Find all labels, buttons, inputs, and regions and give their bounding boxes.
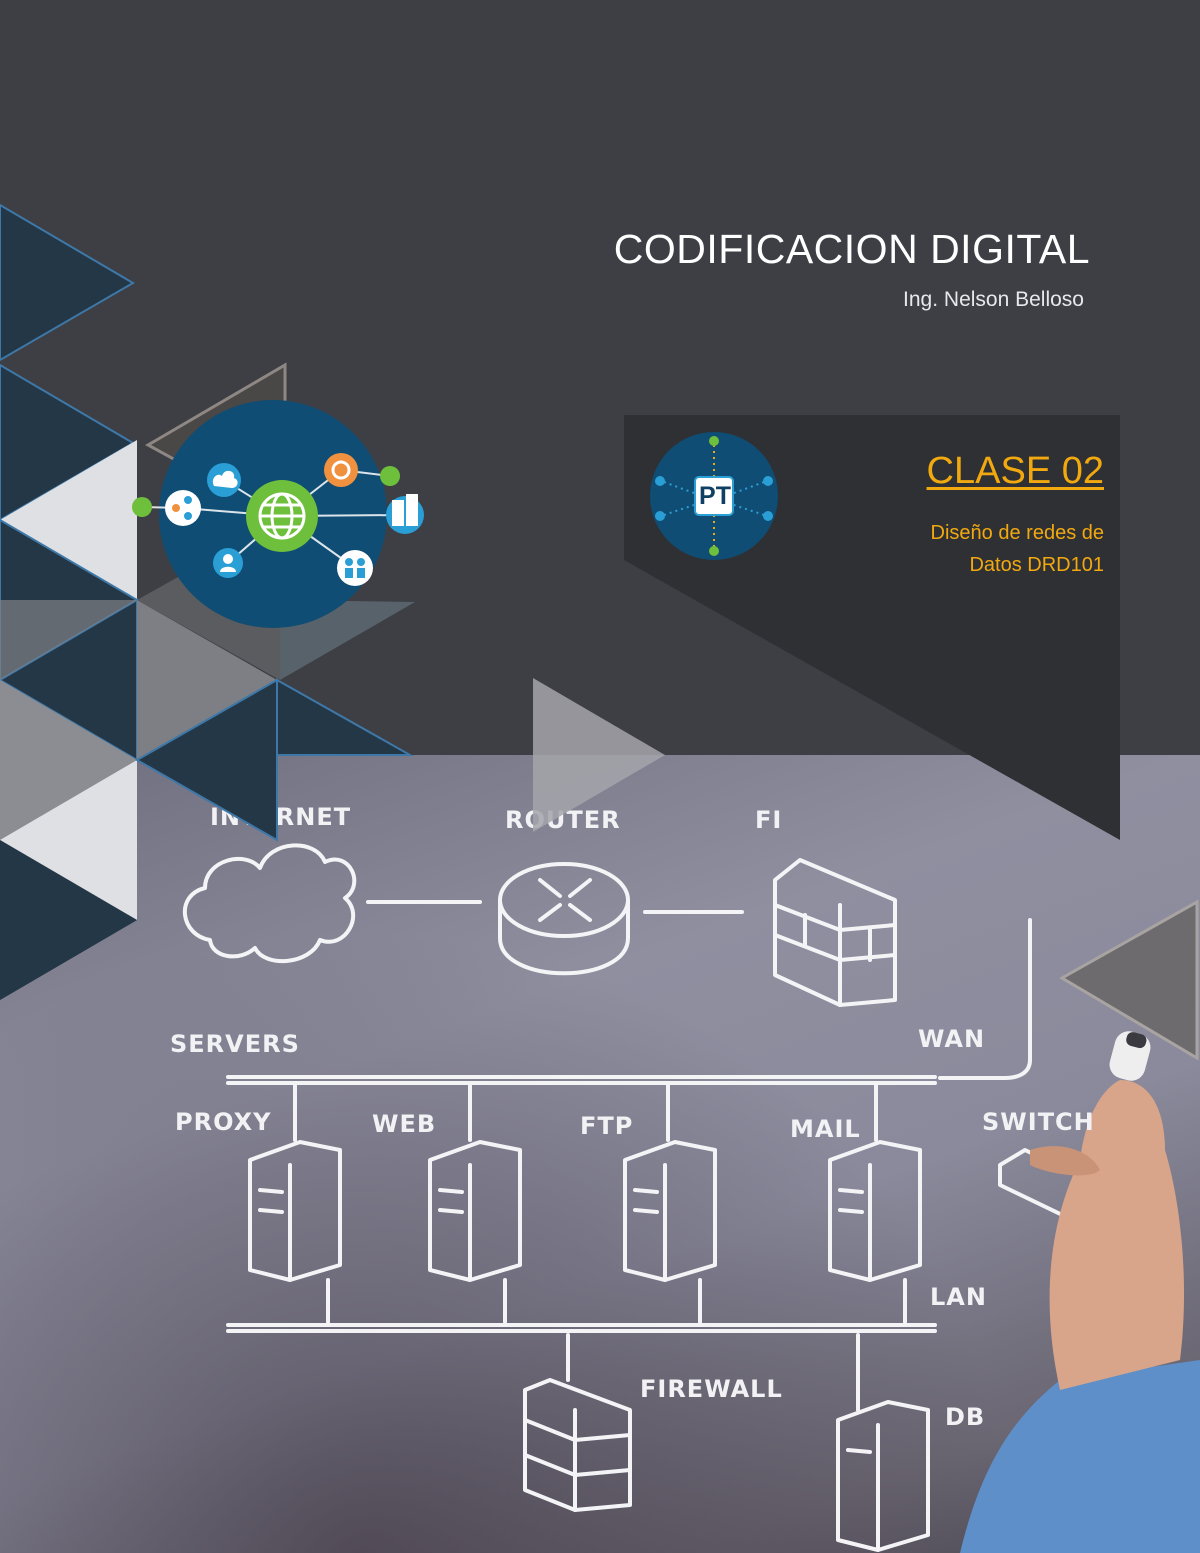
server-mail-icon xyxy=(828,1140,922,1282)
document-title: CODIFICACION DIGITAL xyxy=(613,226,1090,272)
label-db: DB xyxy=(945,1403,986,1431)
center-triangle xyxy=(533,678,665,832)
label-proxy: PROXY xyxy=(175,1108,272,1136)
gear-icon xyxy=(324,453,358,487)
label-ftp: FTP xyxy=(580,1112,634,1140)
label-servers: SERVERS xyxy=(170,1030,300,1058)
class-number: CLASE 02 xyxy=(926,450,1104,492)
server-db-icon xyxy=(836,1400,930,1552)
server-ftp-icon xyxy=(623,1140,717,1282)
user-icon xyxy=(213,548,243,578)
label-mail: MAIL xyxy=(790,1115,861,1143)
cloud-icon xyxy=(207,463,241,497)
globe-network-illustration xyxy=(132,400,424,628)
logo-text: PT xyxy=(699,482,731,510)
course-name-line1: Diseño de redes de xyxy=(930,522,1104,544)
globe-icon xyxy=(258,492,306,540)
label-web: WEB xyxy=(372,1110,437,1138)
router-icon xyxy=(498,862,630,976)
server-proxy-icon xyxy=(248,1140,342,1282)
team-icon xyxy=(337,550,373,586)
course-name-line2: Datos DRD101 xyxy=(969,554,1104,576)
label-switch: SWITCH xyxy=(982,1108,1095,1136)
hand-with-marker xyxy=(960,1031,1200,1553)
network-logo-icon xyxy=(650,432,778,560)
share-icon xyxy=(165,490,201,526)
author-name: Ing. Nelson Belloso xyxy=(903,288,1084,311)
label-firewall-bottom: FIREWALL xyxy=(640,1375,783,1403)
right-triangle xyxy=(1059,899,1199,1061)
label-firewall-top: FI xyxy=(755,806,783,834)
firewall-bottom-icon xyxy=(523,1378,632,1512)
label-wan: WAN xyxy=(918,1025,986,1053)
firewall-top-icon xyxy=(773,858,897,1007)
building-icon xyxy=(386,494,424,534)
internet-cloud-icon xyxy=(182,843,357,964)
server-web-icon xyxy=(428,1140,522,1282)
label-lan: LAN xyxy=(930,1283,987,1311)
